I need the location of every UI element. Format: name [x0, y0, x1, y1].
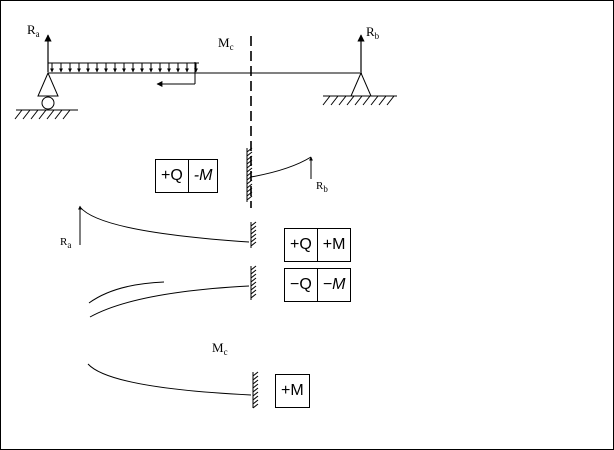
rb-label-top: Rb — [366, 24, 380, 41]
load-arrows — [50, 63, 198, 73]
support-a — [14, 71, 78, 120]
moment-sign: −M — [316, 269, 351, 301]
ra-label-top: Ra — [27, 22, 40, 39]
left-part-section: Ra — [60, 205, 257, 250]
sign-box-right-part: +Q -M — [155, 159, 219, 193]
rb-label-right: Rb — [316, 180, 328, 194]
sign-box-moment-only: +M — [275, 374, 310, 408]
shear-sign: +Q — [290, 236, 312, 253]
moment-sign: -M — [187, 160, 218, 192]
ra-label-left: Ra — [60, 236, 71, 250]
moment-section: Mc — [87, 340, 259, 409]
distributed-load — [48, 62, 199, 73]
mc-label-top: Mc — [218, 35, 234, 52]
shear-sign: +Q — [161, 167, 183, 184]
moment-sign: +M — [281, 382, 304, 399]
sign-box-left-part-2: −Q −M — [284, 268, 352, 302]
support-b — [322, 71, 397, 106]
moment-sign: +M — [316, 229, 351, 261]
deformed-section — [88, 265, 257, 318]
right-part-section: Rb — [246, 147, 328, 202]
mc-moment-arrow — [156, 62, 196, 87]
mc-label-lower: Mc — [212, 340, 228, 357]
shear-sign: −Q — [290, 276, 312, 293]
sign-box-left-part-1: +Q +M — [284, 228, 352, 262]
